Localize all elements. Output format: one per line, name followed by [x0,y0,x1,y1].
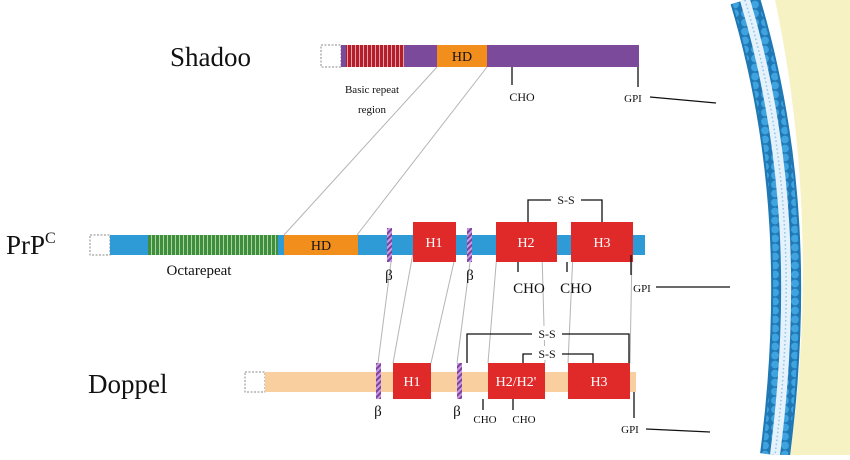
prpc-gpi-label: GPI [633,283,651,295]
doppel-helix-2 [488,363,545,399]
shadoo-basic-repeat [346,45,404,67]
shadoo-label: Shadoo [170,42,251,72]
prpc-h2-label: H2 [517,236,534,251]
doppel-label: Doppel [88,369,167,399]
prpc-helix-1 [413,222,456,262]
prpc-beta-strand-1 [387,228,392,262]
prpc-helix-3 [571,222,633,262]
shadoo-hd-domain [437,45,487,67]
shadoo-signal-peptide [320,44,342,68]
doppel-helix-3 [568,363,630,399]
prpc-beta-1-label: β [385,268,393,284]
doppel-ss-inner-label: S-S [538,347,555,361]
doppel-cho-1-label: CHO [473,414,496,426]
prpc-octarepeat-label: Octarepeat [167,263,233,279]
doppel-signal-peptide [244,371,266,393]
doppel-gpi-anchor [645,428,711,433]
shadoo-basic-repeat-label-1: Basic repeat [345,84,399,96]
shadoo-cho-label: CHO [509,90,535,104]
prpc-hd-domain [284,235,358,255]
prpc-beta-2-label: β [466,268,474,284]
prpc-ss-label: S-S [557,193,574,207]
prpc-h1-label: H1 [425,236,442,251]
doppel-h3-label: H3 [590,375,607,390]
doppel-beta-1-label: β [374,404,382,420]
prpc-hd-label: HD [311,239,331,254]
prpc-signal-peptide [89,234,111,256]
prpc-helix-2 [496,222,557,262]
doppel-h1-label: H1 [403,375,420,390]
doppel-h2-label: H2/H2' [496,375,537,390]
homology-lines [283,66,633,364]
shadoo-hd-label: HD [452,50,472,65]
doppel-beta-2-label: β [453,404,461,420]
doppel-helix-1 [393,363,431,399]
shadoo-gpi-label: GPI [624,93,642,105]
doppel-beta-strand-2 [457,363,462,399]
cell-membrane [730,0,802,457]
prpc-cho-1-label: CHO [513,281,545,297]
shadoo-bar [341,45,639,67]
prpc-octarepeat [148,235,278,255]
doppel-gpi-label: GPI [621,424,639,436]
cytoplasm [775,0,850,455]
prpc-h3-label: H3 [593,236,610,251]
doppel-ss-outer-label: S-S [538,327,555,341]
shadoo-gpi-anchor [649,96,717,104]
prpc-label: PrPC [6,230,56,260]
prpc-cho-2-label: CHO [560,281,592,297]
doppel-beta-strand-1 [376,363,381,399]
prpc-beta-strand-2 [467,228,472,262]
shadoo-basic-repeat-label-2: region [358,104,387,116]
doppel-cho-2-label: CHO [512,414,535,426]
